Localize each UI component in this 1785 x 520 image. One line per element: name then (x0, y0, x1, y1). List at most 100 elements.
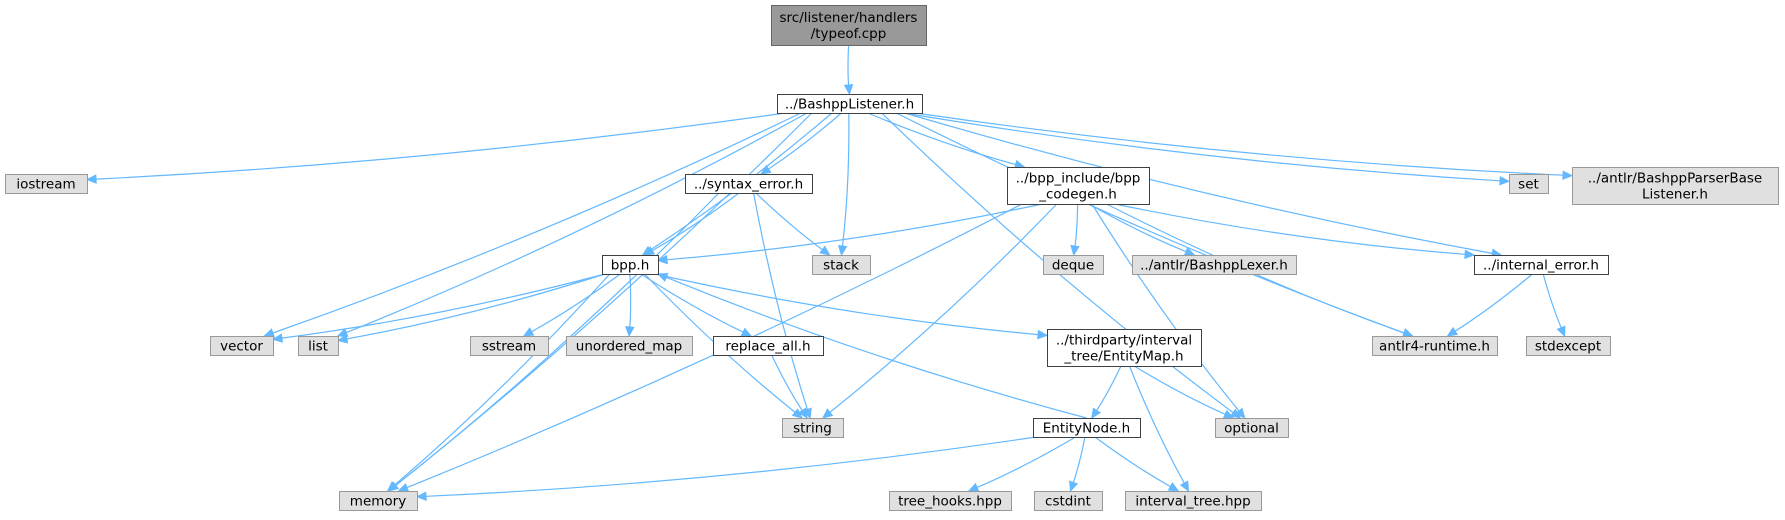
arrowhead (1167, 482, 1180, 492)
node-label: iostream (16, 177, 75, 193)
arrowhead (625, 326, 635, 338)
edge-listener-to-parserbase (915, 112, 1574, 180)
arrowhead (1401, 328, 1414, 338)
edge-bpp-to-entitymap (654, 273, 1049, 340)
node-internal-error[interactable]: ../internal_error.h (1474, 255, 1609, 275)
edge-listener-to-list (336, 112, 808, 337)
edge-bpp-to-list (336, 273, 606, 344)
node-cstdint: cstdint (1034, 491, 1103, 511)
node-label: ../internal_error.h (1483, 258, 1599, 274)
node-typeof[interactable]: src/listener/handlers/typeof.cpp (771, 5, 927, 46)
edge-replace_all-to-string (771, 354, 808, 420)
node-replace-all[interactable]: replace_all.h (713, 336, 824, 356)
edge-line (768, 112, 842, 170)
node-syntax-error[interactable]: ../syntax_error.h (685, 174, 813, 194)
edge-entitymap-to-entitynode (1091, 365, 1122, 420)
node-box (1474, 255, 1609, 275)
edge-line (976, 436, 1076, 489)
node-label: stack (823, 258, 859, 274)
node-bpp[interactable]: bpp.h (602, 255, 659, 275)
node-label: tree_hooks.hpp (898, 494, 1002, 510)
node-box (1572, 167, 1779, 205)
edge-syntax_error-to-bpp (643, 192, 740, 256)
node-listener[interactable]: ../BashppListener.h (777, 94, 923, 114)
node-box (1215, 418, 1289, 438)
edge-line (272, 112, 802, 334)
edge-line (1072, 436, 1086, 483)
edge-entitymap-to-interval_tree (1128, 365, 1190, 493)
node-entitymap[interactable]: ../thirdparty/interval_tree/EntityMap.h (1047, 329, 1202, 367)
node-entitynode[interactable]: EntityNode.h (1033, 418, 1141, 438)
node-label: ../antlr/BashppLexer.h (1140, 258, 1288, 274)
edge-line (904, 112, 1493, 254)
node-optional: optional (1215, 418, 1289, 438)
arrowhead (643, 246, 656, 256)
node-deque: deque (1043, 255, 1104, 275)
node-label: deque (1052, 258, 1094, 274)
nodes-layer: src/listener/handlers/typeof.cpp ../Bashp… (5, 5, 1779, 511)
edge-bpp-to-memory (386, 273, 611, 492)
edge-codegen-to-deque (1070, 203, 1080, 257)
edge-line (1096, 365, 1122, 411)
node-box (1043, 255, 1104, 275)
edge-line (847, 44, 850, 86)
node-label: src/listener/handlers (780, 10, 918, 26)
edge-bpp-to-replace_all (640, 273, 753, 337)
edge-line (841, 112, 850, 247)
edges-layer (85, 44, 1574, 502)
arrowhead (271, 333, 283, 343)
edge-line (1133, 365, 1226, 415)
edge-listener-to-iostream (85, 112, 786, 184)
node-antlr4: antlr4-runtime.h (1372, 336, 1498, 356)
node-box (1509, 174, 1549, 194)
node-box (1526, 336, 1611, 356)
node-box (889, 491, 1012, 511)
edge-line (903, 112, 1501, 182)
node-box (1372, 336, 1498, 356)
node-string: string (782, 418, 844, 438)
node-label: cstdint (1045, 494, 1091, 510)
node-box (1047, 329, 1202, 367)
arrowhead (415, 491, 427, 502)
node-label: vector (220, 339, 263, 355)
arrowhead (1179, 480, 1190, 493)
edge-line (281, 273, 606, 339)
node-iostream: iostream (5, 174, 88, 194)
arrowhead (386, 481, 399, 492)
node-box (602, 255, 659, 275)
node-label: /typeof.cpp (811, 26, 887, 42)
node-box (685, 174, 813, 194)
node-label: list (308, 339, 328, 355)
edge-line (771, 354, 803, 411)
node-label: EntityNode.h (1043, 421, 1131, 437)
edge-line (1454, 273, 1533, 332)
node-interval-tree: interval_tree.hpp (1125, 491, 1262, 511)
edge-line (346, 273, 606, 340)
edge-bpp-to-unordered_map (625, 273, 635, 338)
edge-listener-to-vector (263, 112, 802, 338)
arrowhead (759, 164, 772, 175)
arrowhead (1069, 480, 1079, 493)
edge-entitynode-to-bpp (656, 273, 1087, 419)
arrowhead (819, 245, 831, 256)
arrowhead (967, 482, 980, 492)
node-lexer: ../antlr/BashppLexer.h (1132, 255, 1297, 275)
edge-entitymap-to-optional (1133, 365, 1235, 419)
node-label: replace_all.h (725, 339, 810, 355)
edge-syntax_error-to-string (753, 192, 812, 420)
node-codegen[interactable]: ../bpp_include/bpp_codegen.h (1007, 167, 1150, 205)
edge-line (346, 112, 808, 334)
node-box (812, 255, 871, 275)
arrowhead (1562, 170, 1574, 180)
node-memory: memory (339, 491, 418, 511)
edge-line (652, 192, 740, 252)
node-box (298, 336, 339, 356)
node-unordered-map: unordered_map (566, 336, 693, 356)
edge-line (666, 203, 1043, 261)
edge-line (829, 203, 1058, 413)
node-label: ../thirdparty/interval (1056, 333, 1192, 349)
arrowhead (1556, 325, 1566, 338)
arrowhead (1499, 176, 1511, 186)
